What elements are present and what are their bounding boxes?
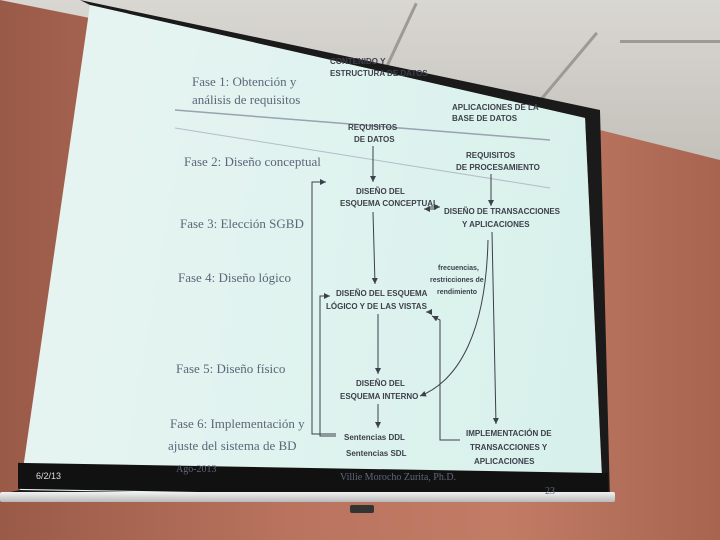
- footer-date: Ago-2013: [176, 464, 217, 475]
- corner-label: 6/2/13: [36, 471, 62, 481]
- logic-line1: DISEÑO DEL ESQUEMA: [336, 289, 428, 298]
- freq-line3: rendimiento: [437, 289, 477, 296]
- feedback-arrow: [311, 179, 336, 435]
- apps-box-line1: APLICACIONES DE LA: [452, 103, 539, 112]
- phase-2: Fase 2: Diseño conceptual: [184, 154, 321, 169]
- phase-separator: [174, 127, 551, 189]
- apps-box-line2: BASE DE DATOS: [452, 114, 518, 123]
- req-data-line1: REQUISITOS: [348, 123, 398, 132]
- ddl-sentences: Sentencias DDL: [344, 433, 405, 442]
- phase-6-line2: ajuste del sistema de BD: [168, 438, 297, 453]
- transac-line2: Y APLICACIONES: [462, 220, 530, 229]
- pull-handle: [350, 505, 374, 513]
- freq-line1: frecuencias,: [438, 265, 479, 272]
- footer-author: Villie Morocho Zurita, Ph.D.: [340, 472, 456, 483]
- phase-5: Fase 5: Diseño físico: [176, 361, 285, 376]
- phase-separator: [174, 109, 551, 141]
- phase-6-line1: Fase 6: Implementación y: [170, 416, 305, 431]
- feedback-arrow: [431, 315, 460, 441]
- req-proc-line2: DE PROCESAMIENTO: [456, 163, 540, 172]
- logic-line2: LÓGICO Y DE LAS VISTAS: [326, 302, 428, 311]
- req-data-line2: DE DATOS: [354, 135, 395, 144]
- content-box-line2: ESTRUCTURA DE DATOS: [330, 69, 428, 78]
- req-proc-line1: REQUISITOS: [466, 151, 516, 160]
- arrow: [371, 211, 378, 285]
- transac-line1: DISEÑO DE TRANSACCIONES: [444, 207, 561, 216]
- arrow: [419, 239, 489, 397]
- footer-page: 23: [545, 486, 555, 497]
- internal-line2: ESQUEMA INTERNO: [340, 392, 418, 401]
- internal-line1: DISEÑO DEL: [356, 379, 405, 388]
- concept-line2: ESQUEMA CONCEPTUAL: [340, 199, 438, 208]
- impl-line2: TRANSACCIONES Y: [470, 443, 548, 452]
- feedback-arrow: [319, 293, 336, 437]
- arrow: [491, 231, 499, 425]
- sdl-sentences: Sentencias SDL: [346, 449, 407, 458]
- freq-line2: restricciones de: [430, 277, 484, 284]
- impl-line1: IMPLEMENTACIÓN DE: [466, 429, 552, 438]
- phase-1-line2: análisis de requisitos: [192, 92, 300, 107]
- phase-4: Fase 4: Diseño lógico: [178, 270, 291, 285]
- ceiling-tile-line: [620, 40, 720, 43]
- impl-line3: APLICACIONES: [474, 457, 535, 466]
- screen-bar: [0, 492, 615, 502]
- phase-1-line1: Fase 1: Obtención y: [192, 74, 297, 89]
- concept-line1: DISEÑO DEL: [356, 187, 405, 196]
- phase-3: Fase 3: Elección SGBD: [180, 216, 304, 231]
- content-box-line1: CONTENIDO Y: [330, 57, 386, 66]
- flow-arrows: [311, 146, 499, 441]
